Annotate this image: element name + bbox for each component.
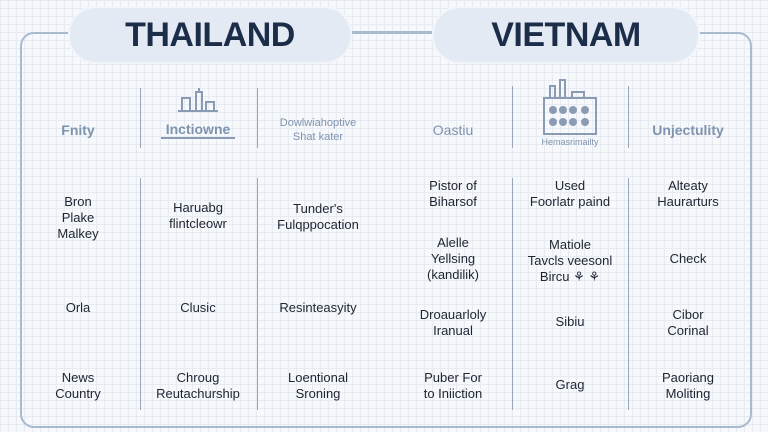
divider bbox=[257, 88, 258, 148]
table-cell: Bron Plake Malkey bbox=[57, 194, 99, 241]
temple-icon bbox=[178, 88, 218, 112]
table-cell: Resinteasyity bbox=[279, 300, 357, 315]
table-frame bbox=[20, 32, 752, 428]
table-cell: Clusic bbox=[180, 300, 216, 315]
divider bbox=[628, 178, 629, 410]
table-cell: Matiole Tavcls veesonl Bircu ⚘ ⚘ bbox=[527, 237, 613, 284]
table-cell: Check bbox=[669, 251, 707, 266]
divider bbox=[512, 86, 513, 148]
header-cell: Fnity bbox=[61, 122, 95, 138]
divider bbox=[140, 178, 141, 410]
title-vietnam: VIETNAM bbox=[432, 6, 700, 64]
table-cell: Haruabg flintcleowr bbox=[169, 200, 227, 231]
header-cell: Oastiu bbox=[432, 122, 474, 138]
table-cell: Used Foorlatr paind bbox=[529, 178, 611, 209]
title-thailand: THAILAND bbox=[68, 6, 352, 64]
table-cell: Chroug Reutachurship bbox=[156, 370, 240, 401]
divider bbox=[257, 178, 258, 410]
table-cell: Sibiu bbox=[555, 314, 585, 329]
table-cell: Grag bbox=[555, 377, 585, 392]
table-cell: Paoriang Moliting bbox=[661, 370, 715, 401]
table-cell: Pistor of Biharsof bbox=[429, 178, 477, 209]
divider bbox=[628, 86, 629, 148]
table-cell: News Country bbox=[55, 370, 101, 401]
table-cell: Alelle Yellsing (kandilik) bbox=[426, 235, 479, 282]
connector-line bbox=[348, 31, 432, 33]
divider bbox=[512, 178, 513, 410]
table-cell: Puber For to Iniiction bbox=[423, 370, 483, 401]
building-icon bbox=[543, 79, 597, 135]
table-cell: Alteaty Haurarturs bbox=[657, 178, 719, 209]
table-cell: Orla bbox=[65, 300, 91, 315]
table-cell: Loentional Sroning bbox=[288, 370, 348, 401]
header-cell: Inctiowne bbox=[161, 121, 235, 139]
header-cell: Dowlwiahoptive Shat kater bbox=[279, 117, 357, 143]
header-cell: Unjectulity bbox=[652, 122, 724, 138]
table-cell: Tunder's Fulqppocation bbox=[277, 201, 359, 232]
table-cell: Droauarloly Iranual bbox=[419, 307, 487, 338]
table-cell: Cibor Corinal bbox=[667, 307, 709, 338]
divider bbox=[140, 88, 141, 148]
header-cell: Hemasrimailty bbox=[541, 137, 599, 147]
